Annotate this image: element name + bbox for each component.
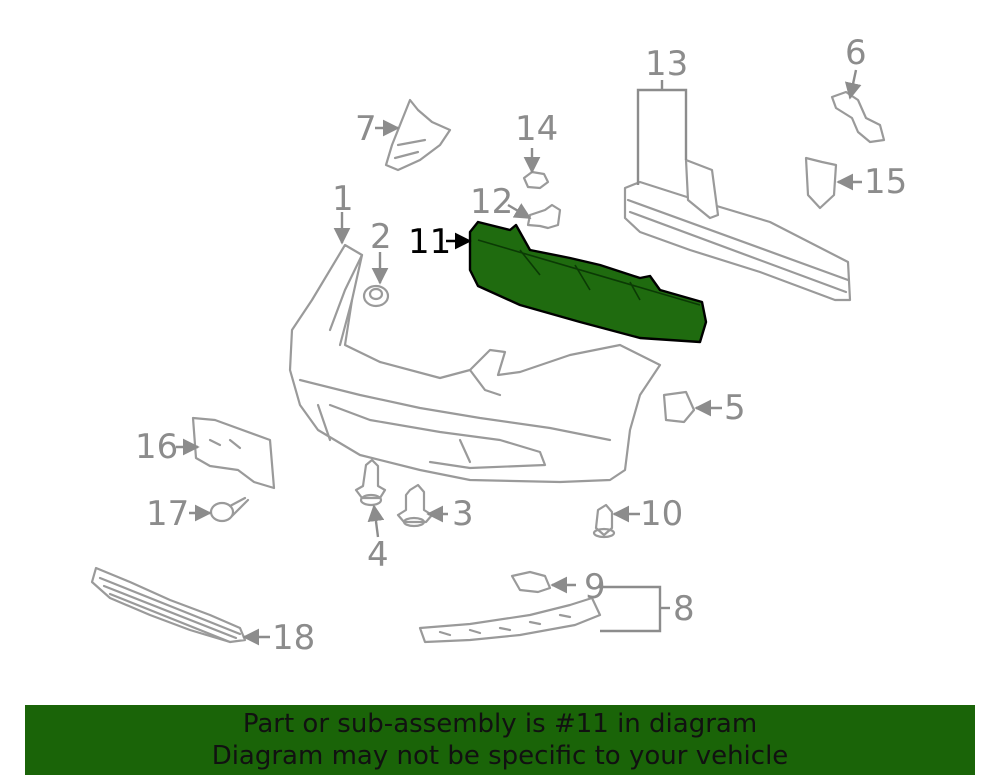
- license-bracket-part-16: [191, 416, 276, 490]
- grille-part-18: [90, 566, 247, 644]
- clip-part-2: [362, 284, 390, 308]
- bracket-part-5: [662, 390, 696, 424]
- callout-9: 9: [584, 567, 606, 607]
- callout-4: 4: [367, 535, 389, 575]
- callout-14: 14: [515, 109, 558, 149]
- bumper-cover-part: [288, 243, 662, 484]
- banner-line-2: Diagram may not be specific to your vehi…: [211, 741, 789, 771]
- push-pin-part-4: [354, 458, 387, 507]
- nut-part-14: [522, 170, 550, 190]
- callout-7: 7: [355, 109, 377, 149]
- callout-11: 11: [408, 222, 451, 262]
- info-banner: Part or sub-assembly is #11 in diagram D…: [25, 705, 975, 775]
- bracket-part-9: [510, 570, 552, 594]
- absorber-strip-part-8: [418, 596, 602, 644]
- callout-16: 16: [135, 427, 178, 467]
- callout-17: 17: [146, 494, 189, 534]
- callout-3: 3: [452, 494, 474, 534]
- reinforcement-bar-part-13: [623, 158, 852, 302]
- leader-lines: [176, 69, 862, 646]
- bolt-part-12: [526, 203, 562, 230]
- bracket-part-7: [384, 98, 452, 172]
- callout-18: 18: [272, 618, 315, 658]
- push-pin-part-3: [396, 483, 434, 528]
- callout-12: 12: [470, 182, 513, 222]
- push-fastener-part-10: [592, 503, 616, 539]
- callout-10: 10: [640, 494, 683, 534]
- screw-part-17: [209, 496, 250, 523]
- callout-13: 13: [645, 44, 688, 84]
- bracket-part-6: [830, 90, 886, 144]
- callout-2: 2: [370, 217, 392, 257]
- callout-8: 8: [673, 589, 695, 629]
- callout-1: 1: [332, 179, 354, 219]
- banner-line-1: Part or sub-assembly is #11 in diagram: [242, 709, 758, 739]
- energy-absorber-part-11: [468, 220, 708, 344]
- callout-6: 6: [845, 33, 867, 73]
- parts-diagram: 1 2 3 4 5 6 7 8 9 10 11 12 13 14 15 16 1…: [90, 33, 907, 658]
- bracket-part-15: [804, 156, 838, 210]
- callout-15: 15: [864, 162, 907, 202]
- callout-5: 5: [724, 388, 746, 428]
